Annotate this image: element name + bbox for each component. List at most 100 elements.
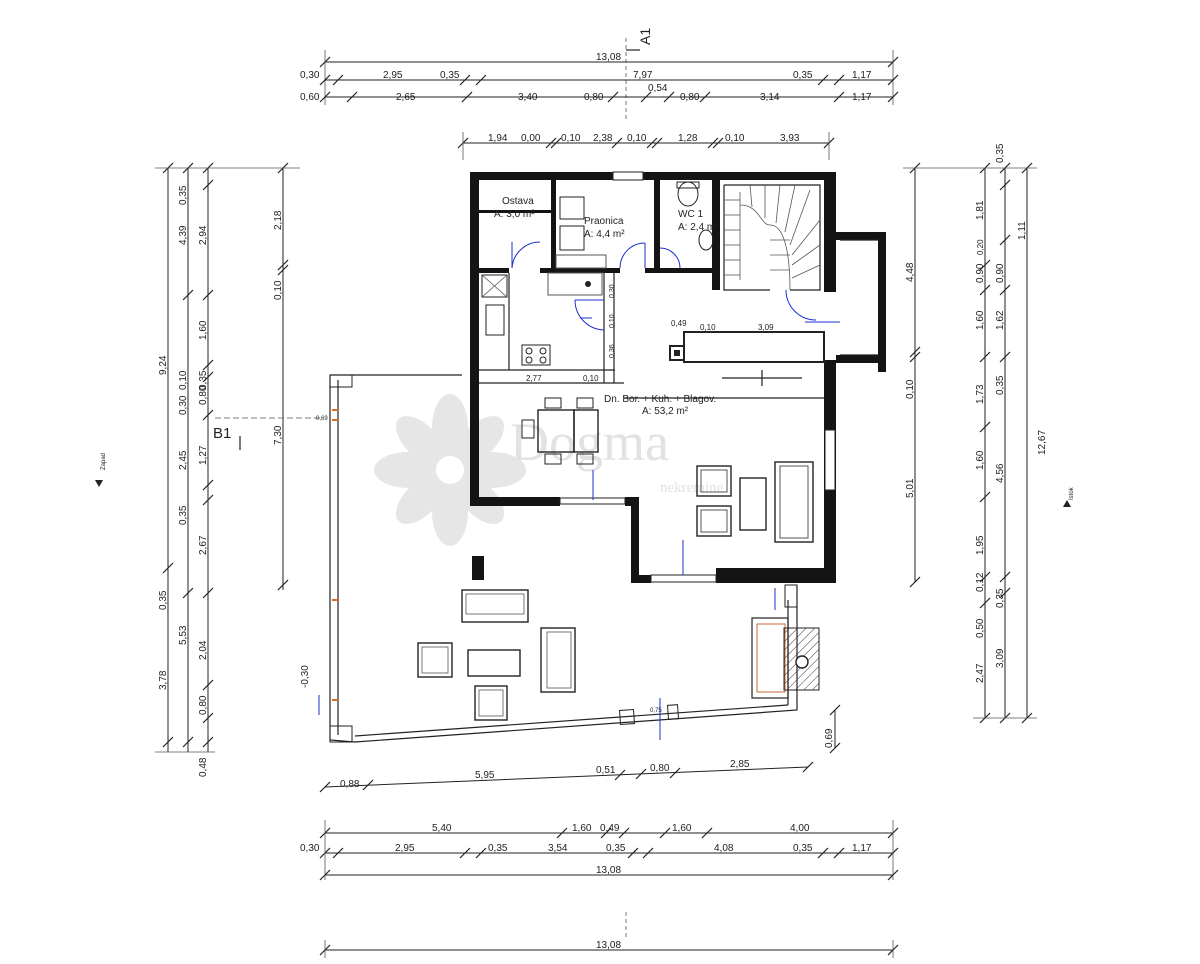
terrace-door-mark: 0,75 xyxy=(650,708,662,714)
top-r2-6: 3,14 xyxy=(760,92,780,103)
left-misc-1: 2,45 xyxy=(178,450,189,470)
top-r3-4: 0,10 xyxy=(627,133,647,144)
left-total: 9,24 xyxy=(158,355,169,375)
top-r3-1: 0,00 xyxy=(521,133,541,144)
bot-r3-4: 0,35 xyxy=(606,843,626,854)
wc-sink xyxy=(698,229,714,251)
orient-east: Istok xyxy=(1069,486,1075,500)
right-c2-3: 1,60 xyxy=(975,310,986,330)
bot-r1-0: 0,88 xyxy=(340,779,360,790)
cooktop xyxy=(521,344,551,366)
bot-total-2: 13,08 xyxy=(596,940,621,951)
bot-r2-3: 1,60 xyxy=(672,823,692,834)
house: Ostava A: 3,0 m² Praonica A: 4,4 m² WC 1… xyxy=(318,171,886,740)
left-c2-3: 0,30 xyxy=(178,395,189,415)
left-c2-5: 1,27 xyxy=(198,445,209,465)
toilet xyxy=(677,181,699,207)
top-r2-3: 0,80 xyxy=(584,92,604,103)
top-r1-2: 0,35 xyxy=(440,70,460,81)
left-c2-8: 0,35 xyxy=(158,590,169,610)
left-c3-0: 2,18 xyxy=(273,210,284,230)
orient-west: Zapad xyxy=(101,453,107,470)
top-r2-0: 0,60 xyxy=(300,92,320,103)
kitchen-sink xyxy=(485,304,505,336)
left-c2-1: 2,94 xyxy=(198,225,209,245)
top-r3-7: 3,93 xyxy=(780,133,800,144)
watermark-brand: Dogma xyxy=(510,412,669,472)
bot-r1-1: 5,95 xyxy=(475,770,495,781)
bot-r3-0: 0,30 xyxy=(300,843,320,854)
right-c2-6: 1,95 xyxy=(975,535,986,555)
right-c3-7: 3,09 xyxy=(995,648,1006,668)
right-c3-5: 0,12 xyxy=(975,572,986,592)
terrace-table xyxy=(467,649,521,677)
bot-r3-5: 4,08 xyxy=(714,843,734,854)
top-r3-3: 2,38 xyxy=(593,133,613,144)
dining-set xyxy=(521,397,599,465)
top-r3-2: 0,10 xyxy=(561,133,581,144)
bot-r3-2: 0,35 xyxy=(488,843,508,854)
left-c2-2: 1,60 xyxy=(198,320,209,340)
terrace-sofa xyxy=(461,589,529,623)
right-c2-2: 0,90 xyxy=(975,263,986,283)
top-r1-4: 0,35 xyxy=(793,70,813,81)
main-room-area: A: 53,2 m² xyxy=(642,406,689,417)
bot-r3-7: 1,17 xyxy=(852,843,872,854)
top-r3-5: 1,28 xyxy=(678,133,698,144)
top-total-dim: 13,08 xyxy=(596,52,621,63)
bot-r2-1: 1,60 xyxy=(572,823,592,834)
bot-total: 13,08 xyxy=(596,865,621,876)
bot-r3-3: 3,54 xyxy=(548,843,568,854)
top-r2-1: 2,65 xyxy=(396,92,416,103)
left-misc-2: 0,10 xyxy=(178,370,189,390)
top-r2-5: 0,80 xyxy=(680,92,700,103)
bot-r1-3: 0,80 xyxy=(650,763,670,774)
inner-dim-8: 0,36 xyxy=(609,344,616,358)
praonica-area: A: 4,4 m² xyxy=(584,229,625,240)
main-room-name: Dn. Bor. + Kuh. + Blagov. xyxy=(604,394,716,405)
bot-r3-6: 0,35 xyxy=(793,843,813,854)
washing-machine xyxy=(559,196,585,220)
right-c3-0: 1,11 xyxy=(1017,221,1028,240)
inner-dim-1: 0,10 xyxy=(583,374,599,383)
top-r1-5: 1,17 xyxy=(852,70,872,81)
left-c2-6: 0,35 xyxy=(178,505,189,525)
left-c1-2: 3,78 xyxy=(158,670,169,690)
right-c2-0: 0,35 xyxy=(995,143,1006,163)
right-c3-6: 0,35 xyxy=(995,588,1006,608)
pillar xyxy=(669,345,685,361)
top-dimensions: 13,08 A1 0,30 2,95 0,35 7,97 0,35 1,17 0… xyxy=(300,28,899,160)
top-r2-7: 1,17 xyxy=(852,92,872,103)
top-r2-2: 3,40 xyxy=(518,92,538,103)
fridge xyxy=(481,274,508,298)
praonica-name: Praonica xyxy=(584,216,624,227)
section-b-label: B1 xyxy=(213,425,231,442)
right-c2-8: 2,47 xyxy=(975,663,986,683)
top-r3-0: 1,94 xyxy=(488,133,508,144)
inner-dim-9: 0,10 xyxy=(609,314,616,328)
terrace-armchair-2 xyxy=(474,685,508,721)
inner-dim-3: 0,10 xyxy=(700,323,716,332)
right-c1-2: 5,01 xyxy=(905,478,916,498)
watermark-flower-icon xyxy=(374,394,526,546)
left-misc-3: -0,30 xyxy=(300,665,311,688)
section-a-label: A1 xyxy=(637,28,653,45)
bot-r2-4: 4,00 xyxy=(790,823,810,834)
top-r1-0: 0,30 xyxy=(300,70,320,81)
wc-area: A: 2,4 m² xyxy=(678,222,719,233)
left-misc-0: 0,35 xyxy=(198,370,209,390)
wc-name: WC 1 xyxy=(678,209,703,220)
bot-r1-2: 0,51 xyxy=(596,765,616,776)
right-c3-4: 4,56 xyxy=(995,463,1006,483)
fireplace xyxy=(751,617,820,699)
right-dimensions: 4,48 0,10 5,01 0,35 1,81 0,90 1,60 1,73 … xyxy=(824,143,1075,754)
bot-r1-4: 2,85 xyxy=(730,759,750,770)
left-c3-2: 7,30 xyxy=(273,425,284,445)
right-c1-1: 0,10 xyxy=(905,379,916,399)
left-c3-1: 0,10 xyxy=(273,280,284,300)
watermark-sub: nekretnine xyxy=(660,480,724,496)
top-r1-3: 7,97 xyxy=(633,70,653,81)
right-c2-4: 1,73 xyxy=(975,384,986,404)
dryer xyxy=(559,225,585,251)
